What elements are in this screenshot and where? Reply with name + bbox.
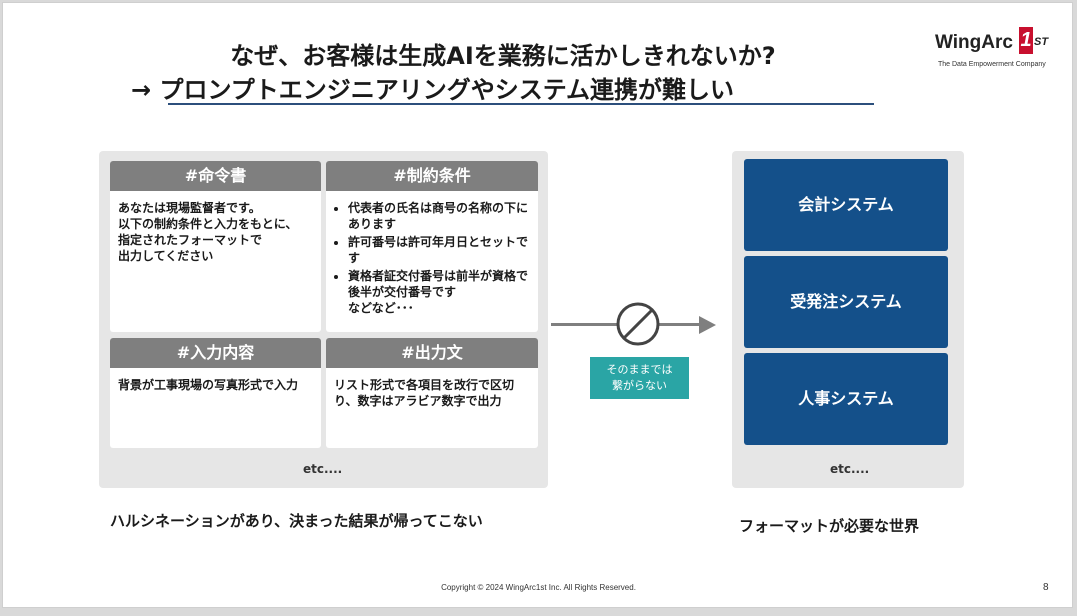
card-heading: #出力文 <box>326 338 538 368</box>
logo-wordmark: WingArc <box>935 32 1013 53</box>
card-heading: #命令書 <box>110 161 321 191</box>
list-item: 資格者証交付番号は前半が資格で後半が交付番号です などなど･･･ <box>348 268 530 316</box>
card-body: リスト形式で各項目を改行で区切り、数字はアラビア数字で出力 <box>326 368 538 418</box>
card-body: 代表者の氏名は商号の名称の下にあります 許可番号は許可年月日とセットです 資格者… <box>326 191 538 327</box>
card-heading: #入力内容 <box>110 338 321 368</box>
slide-title-line2: → プロンプトエンジニアリングやシステム連携が難しい <box>131 76 735 104</box>
logo-tagline: The Data Empowerment Company <box>938 61 1046 68</box>
page-number: 8 <box>1043 582 1049 593</box>
card-constraints: #制約条件 代表者の氏名は商号の名称の下にあります 許可番号は許可年月日とセット… <box>326 161 538 332</box>
logo-one-mark: 1 <box>1019 27 1033 54</box>
system-box-hr: 人事システム <box>744 353 948 445</box>
card-text: 背景が工事現場の写真形式で入力 <box>118 378 299 392</box>
system-box-accounting: 会計システム <box>744 159 948 251</box>
card-body: 背景が工事現場の写真形式で入力 <box>110 368 321 402</box>
slide: なぜ、お客様は生成AIを業務に活かしきれないか? → プロンプトエンジニアリング… <box>2 2 1073 608</box>
card-heading: #制約条件 <box>326 161 538 191</box>
card-output: #出力文 リスト形式で各項目を改行で区切り、数字はアラビア数字で出力 <box>326 338 538 448</box>
badge-line1: そのままでは <box>606 363 673 376</box>
system-box-orders: 受発注システム <box>744 256 948 348</box>
left-etc-label: etc.... <box>303 462 343 476</box>
prompt-panel: #命令書 あなたは現場監督者です。 以下の制約条件と入力をもとに、 指定されたフ… <box>99 151 548 488</box>
right-etc-label: etc.... <box>830 462 870 476</box>
constraint-list: 代表者の氏名は商号の名称の下にあります 許可番号は許可年月日とセットです 資格者… <box>334 200 530 316</box>
left-caption: ハルシネーションがあり、決まった結果が帰ってこない <box>110 512 483 530</box>
card-instruction: #命令書 あなたは現場監督者です。 以下の制約条件と入力をもとに、 指定されたフ… <box>110 161 321 332</box>
list-item: 代表者の氏名は商号の名称の下にあります <box>348 200 530 232</box>
list-item: 許可番号は許可年月日とセットです <box>348 234 530 266</box>
company-logo: WingArc 1 ST The Data Empowerment Compan… <box>935 25 1055 75</box>
copyright-footer: Copyright © 2024 WingArc1st Inc. All Rig… <box>441 583 636 592</box>
card-text: あなたは現場監督者です。 以下の制約条件と入力をもとに、 指定されたフォーマット… <box>118 201 298 263</box>
card-text: リスト形式で各項目を改行で区切り、数字はアラビア数字で出力 <box>334 378 515 408</box>
title-underline <box>168 103 874 105</box>
card-input: #入力内容 背景が工事現場の写真形式で入力 <box>110 338 321 448</box>
not-connected-badge: そのままでは 繋がらない <box>590 357 689 399</box>
logo-st: ST <box>1034 36 1049 48</box>
prohibited-icon <box>616 302 660 346</box>
right-caption: フォーマットが必要な世界 <box>739 517 920 535</box>
card-body: あなたは現場監督者です。 以下の制約条件と入力をもとに、 指定されたフォーマット… <box>110 191 321 273</box>
slide-title-line1: なぜ、お客様は生成AIを業務に活かしきれないか? <box>230 42 776 70</box>
badge-line2: 繋がらない <box>612 379 667 392</box>
arrow-head-icon <box>699 316 716 334</box>
